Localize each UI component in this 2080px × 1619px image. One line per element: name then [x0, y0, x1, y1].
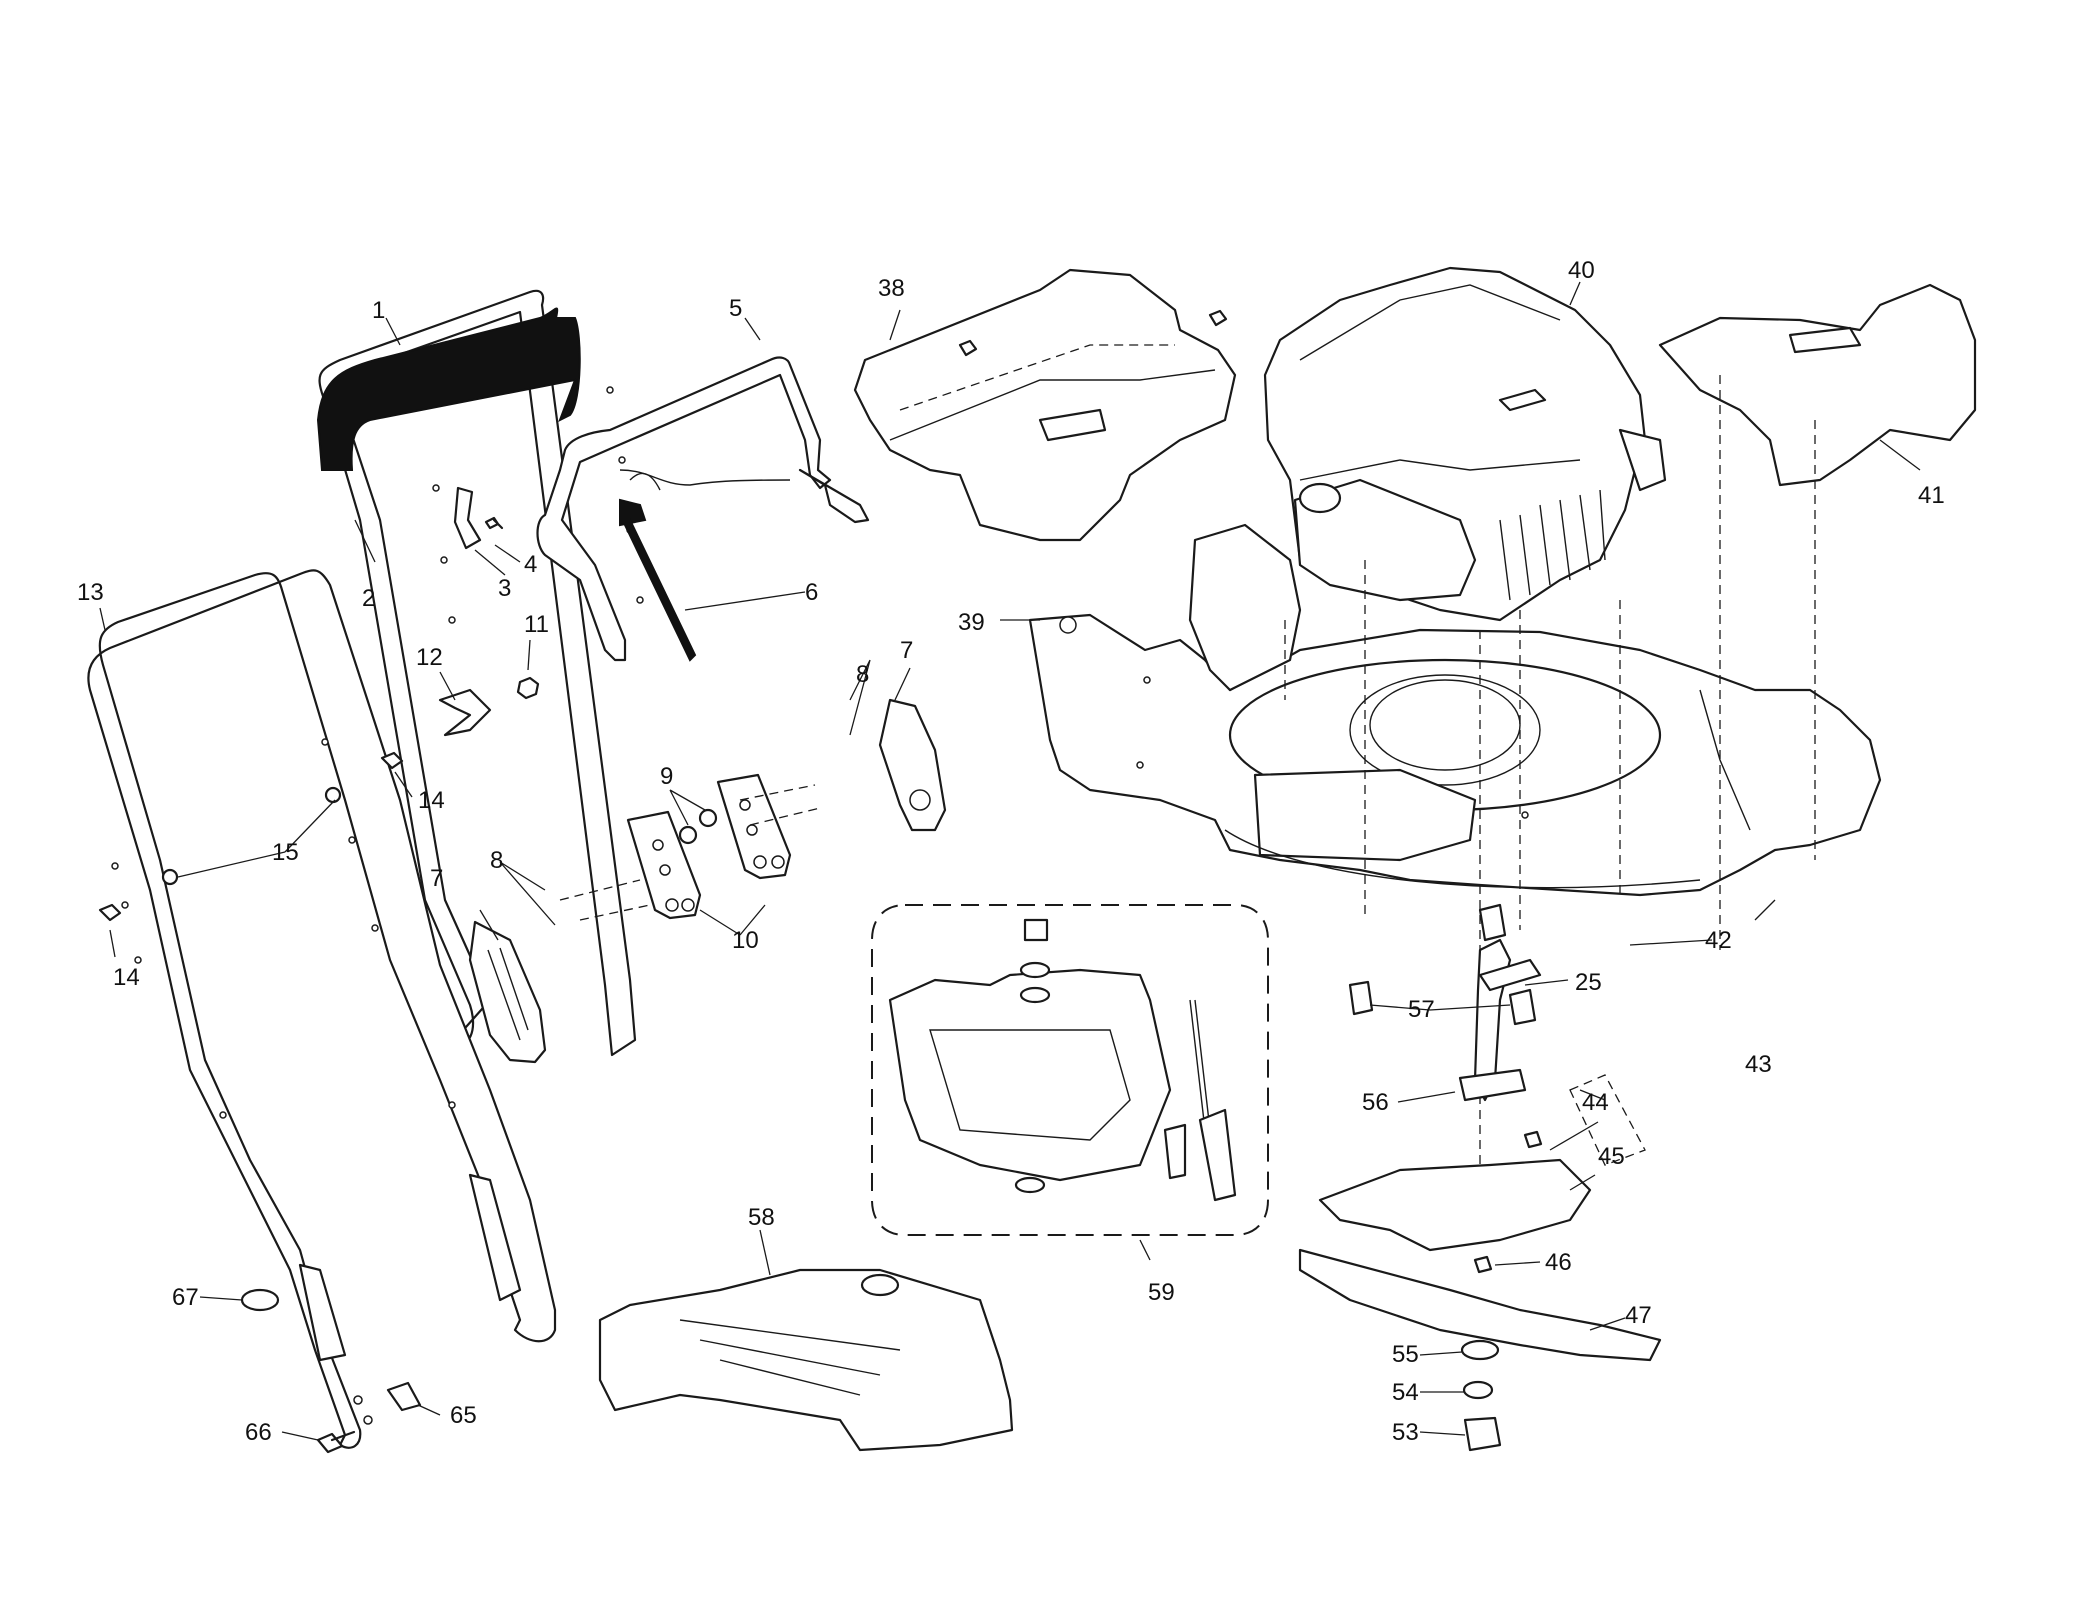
engine — [1263, 266, 1667, 622]
blade-assembly — [1298, 903, 1662, 1452]
mulch-kit — [871, 904, 1269, 1236]
nut-11 — [516, 676, 540, 700]
callout-42: 42 — [1705, 927, 1732, 954]
callout-44: 44 — [1582, 1089, 1609, 1116]
callout-2: 2 — [362, 585, 375, 612]
callout-46: 46 — [1545, 1249, 1572, 1276]
callout-1: 1 — [372, 297, 385, 324]
lower-handle — [87, 569, 557, 1449]
cable-bracket — [453, 486, 482, 550]
callout-53: 53 — [1392, 1419, 1419, 1446]
nut-15a — [324, 786, 342, 804]
callout-43: 43 — [1745, 1051, 1772, 1078]
callout-58: 58 — [748, 1204, 775, 1231]
callout-6: 6 — [805, 579, 818, 606]
callout-65: 65 — [450, 1402, 477, 1429]
callout-7-left: 7 — [430, 865, 443, 892]
callout-15: 15 — [272, 839, 299, 866]
rear-cover — [1658, 283, 1977, 487]
engine-shroud — [853, 268, 1237, 542]
control-bail — [536, 356, 870, 662]
callout-13: 13 — [77, 579, 104, 606]
callout-4: 4 — [524, 551, 537, 578]
callout-55: 55 — [1392, 1341, 1419, 1368]
callout-11: 11 — [524, 611, 549, 638]
cable-tie-67 — [240, 1288, 280, 1312]
callout-38: 38 — [878, 275, 905, 302]
knob-bolt-14b — [98, 903, 122, 922]
washer-9b — [698, 808, 718, 828]
callout-45: 45 — [1598, 1143, 1625, 1170]
callout-25: 25 — [1575, 969, 1602, 996]
nut-15b — [161, 868, 179, 886]
callout-5: 5 — [729, 295, 742, 322]
callout-3: 3 — [498, 575, 511, 602]
callout-41: 41 — [1918, 482, 1945, 509]
callout-59: 59 — [1148, 1279, 1175, 1306]
callout-8-left: 8 — [490, 847, 503, 874]
leader-lines — [99, 281, 1921, 1441]
callout-12: 12 — [416, 644, 443, 671]
control-cable — [619, 472, 697, 662]
callout-54: 54 — [1392, 1379, 1419, 1406]
callout-8-right: 8 — [856, 661, 869, 688]
callout-57: 57 — [1408, 996, 1435, 1023]
handle-grip — [316, 307, 581, 471]
callout-7-right: 7 — [900, 637, 913, 664]
mower-deck — [1028, 523, 1882, 897]
callout-labels: 1 2 3 4 5 6 7 7 8 8 9 10 11 12 13 14 14 … — [77, 257, 1945, 1446]
callout-14-top: 14 — [418, 787, 445, 814]
callout-66: 66 — [245, 1419, 272, 1446]
clamp-65 — [386, 1381, 422, 1412]
callout-14-bottom: 14 — [113, 964, 140, 991]
callout-47: 47 — [1625, 1302, 1652, 1329]
knob-bolt-14a — [380, 751, 404, 770]
callout-39: 39 — [958, 609, 985, 636]
callout-40: 40 — [1568, 257, 1595, 284]
clip-12 — [438, 688, 492, 737]
handle-knob-right — [878, 698, 947, 832]
handle-knob-left — [468, 920, 547, 1064]
bolt-66 — [316, 1430, 356, 1454]
callout-67: 67 — [172, 1284, 199, 1311]
screw-4 — [484, 516, 504, 530]
callout-56: 56 — [1362, 1089, 1389, 1116]
callout-10: 10 — [732, 927, 759, 954]
washer-9a — [678, 825, 698, 845]
callout-9: 9 — [660, 763, 673, 790]
